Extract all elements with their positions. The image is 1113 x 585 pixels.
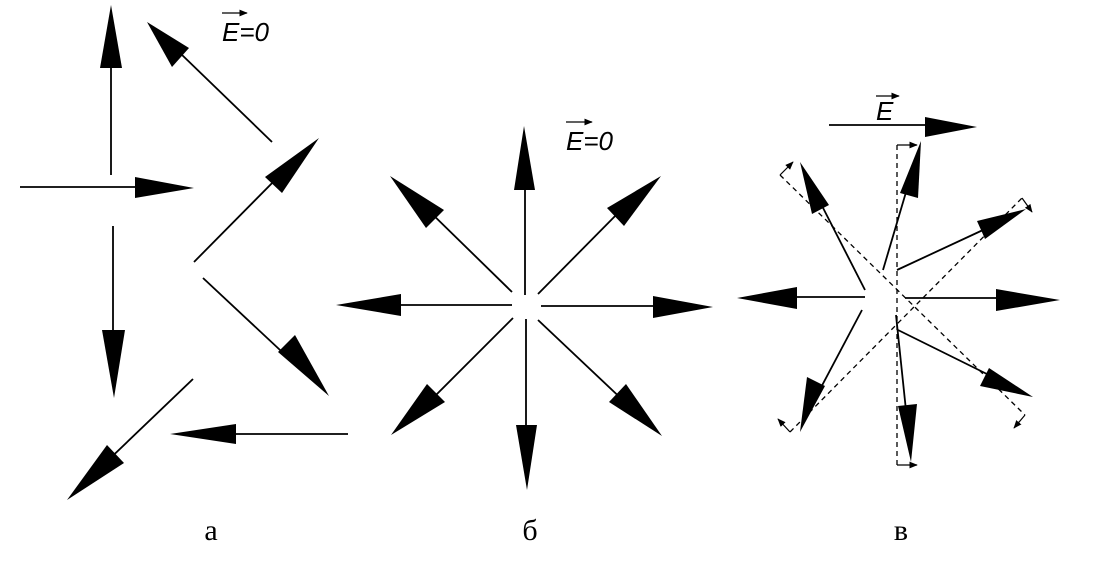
- arrow-c-downleft: [800, 309, 863, 432]
- field-value-b: =0: [583, 126, 613, 156]
- arrow-a-upright: [193, 138, 319, 263]
- arrow-c-left: [737, 287, 865, 309]
- panel-a: E=0 а: [20, 5, 348, 547]
- arrow-b-up: [514, 126, 535, 295]
- arrow-a-up: [100, 5, 122, 175]
- arrow-a-upleft: [147, 22, 273, 143]
- field-symbol-a: E: [222, 17, 240, 47]
- arrow-a-downright: [202, 277, 329, 396]
- arrow-a-down: [102, 226, 125, 398]
- field-label-a: E=0: [222, 9, 270, 47]
- arrow-b-upleft: [390, 176, 513, 293]
- field-symbol-b: E: [566, 126, 584, 156]
- original-directions: [777, 141, 1033, 469]
- panel-b: E=0 б: [336, 118, 713, 547]
- panel-c: E: [737, 92, 1060, 547]
- arrow-a-right: [20, 177, 194, 198]
- svg-text:E: E: [876, 96, 894, 126]
- arrow-c-upleft: [800, 162, 866, 291]
- arrow-c-downright: [897, 329, 1033, 397]
- arrow-b-downright: [537, 319, 662, 436]
- arrow-b-down: [516, 319, 537, 490]
- svg-text:E=0: E=0: [566, 126, 614, 156]
- field-label-b: E=0: [566, 118, 614, 156]
- arrow-c-right: [905, 289, 1060, 311]
- panel-caption-b: б: [522, 514, 537, 547]
- arrow-b-left: [336, 294, 512, 316]
- arrow-b-right: [541, 296, 713, 318]
- field-label-c: E: [876, 92, 900, 126]
- arrow-a-downleft: [67, 378, 194, 500]
- arrow-a-left: [170, 424, 348, 444]
- panel-caption-a: а: [204, 514, 217, 547]
- arrow-c-down: [895, 314, 917, 462]
- svg-text:E=0: E=0: [222, 17, 270, 47]
- panel-caption-c: в: [894, 514, 908, 547]
- arrow-b-downleft: [391, 317, 514, 435]
- arrow-c-up: [882, 141, 921, 271]
- field-symbol-c: E: [876, 96, 894, 126]
- field-value-a: =0: [239, 17, 269, 47]
- arrow-b-upright: [537, 176, 661, 295]
- field-arrow-c: [829, 117, 977, 137]
- arrow-c-upright: [896, 209, 1026, 271]
